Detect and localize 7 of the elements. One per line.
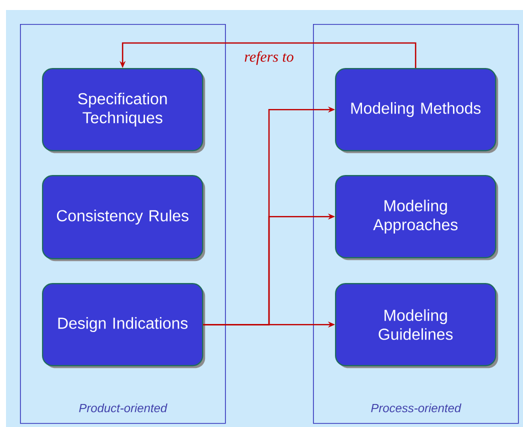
process-box: Consistency Rules	[42, 175, 206, 262]
process-box: Specification Techniques	[42, 68, 206, 154]
edge-label: refers to	[243, 50, 295, 66]
process-box: Modeling Approaches	[335, 175, 498, 260]
process-box: Design Indications	[42, 283, 206, 368]
process-box: Modeling Guidelines	[335, 283, 498, 368]
process-box: Modeling Methods	[335, 68, 498, 154]
